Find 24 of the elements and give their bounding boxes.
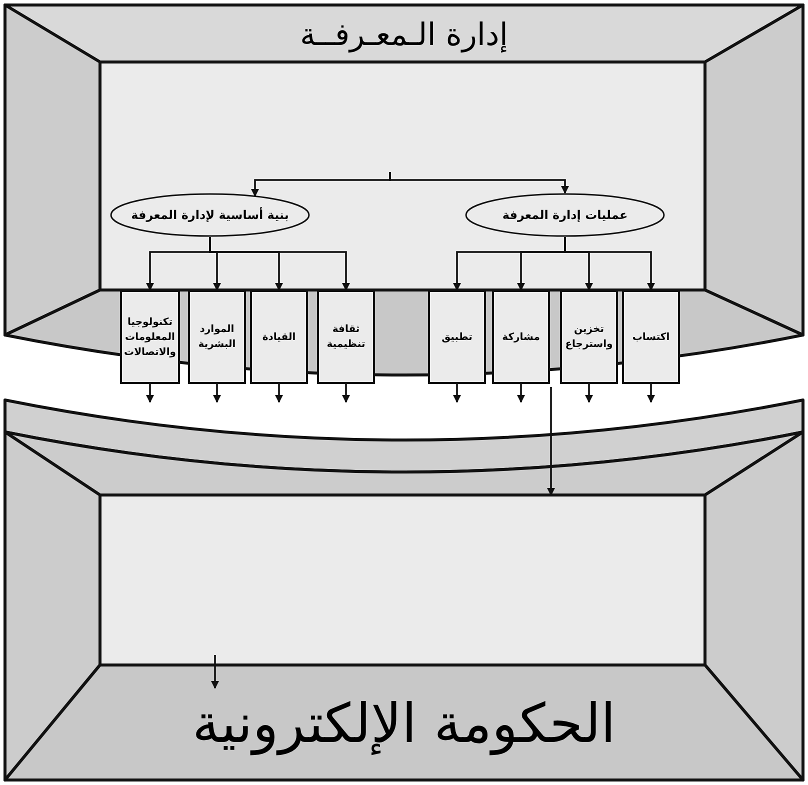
process-box: تطبيق <box>428 290 486 384</box>
arrow <box>209 237 350 291</box>
arrow <box>453 384 461 403</box>
arrow <box>585 384 593 403</box>
arrow <box>564 237 655 291</box>
process-box: القيادة <box>250 290 308 384</box>
arrow <box>342 384 350 403</box>
arrow <box>146 384 154 403</box>
arrow <box>547 387 555 496</box>
process-box: اكتساب <box>622 290 680 384</box>
process-box: ثقافة تنظيمية <box>317 290 375 384</box>
arrow <box>211 655 219 689</box>
process-box: مشاركة <box>492 290 550 384</box>
ellipse-node: بنية أساسية لإدارة المعرفة <box>110 193 310 237</box>
arrow <box>647 384 655 403</box>
process-box: الموارد البشرية <box>188 290 246 384</box>
arrow <box>213 384 221 403</box>
ellipse-node: عمليات إدارة المعرفة <box>465 193 665 237</box>
room-title: إدارة الـمعـرفــة <box>300 16 508 55</box>
process-box: تخزين واسترجاع <box>560 290 618 384</box>
arrow <box>275 384 283 403</box>
process-box: تكنولوجيا المعلومات والاتصالات <box>120 290 180 384</box>
arrow <box>389 172 569 194</box>
arrow <box>517 384 525 403</box>
